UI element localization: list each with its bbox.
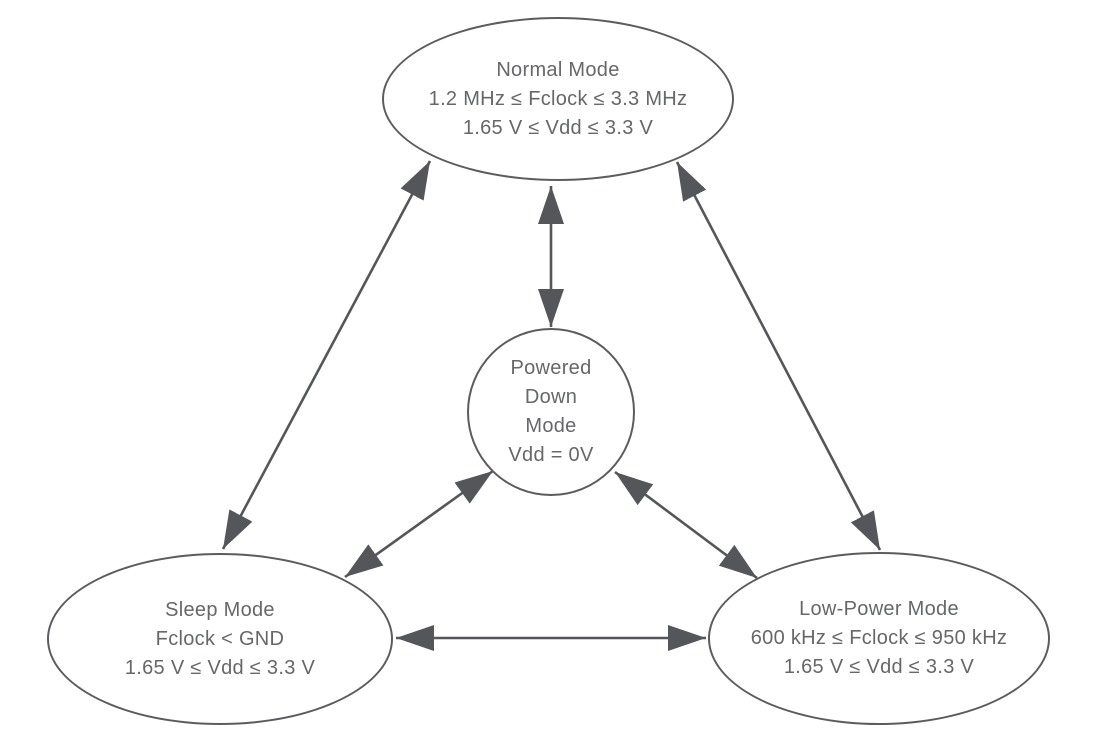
node-title: Mode: [525, 415, 577, 437]
node-detail: 600 kHz ≤ Fclock ≤ 950 kHz: [750, 627, 1008, 649]
node-normal-mode-text: Normal Mode 1.2 MHz ≤ Fclock ≤ 3.3 MHz 1…: [429, 56, 688, 143]
node-title: Low-Power Mode: [799, 598, 959, 620]
node-low-power-mode: Low-Power Mode 600 kHz ≤ Fclock ≤ 950 kH…: [708, 552, 1050, 725]
node-detail: 1.65 V ≤ Vdd ≤ 3.3 V: [783, 656, 975, 678]
edge-normal-sleep: [221, 160, 432, 550]
node-powered-down-mode-text: Powered Down Mode Vdd = 0V: [508, 354, 593, 470]
edge-normal-low-power: [675, 161, 882, 551]
node-detail: Vdd = 0V: [508, 444, 594, 466]
node-title: Normal Mode: [496, 58, 620, 81]
node-sleep-mode: Sleep Mode Fclock < GND 1.65 V ≤ Vdd ≤ 3…: [47, 553, 393, 725]
node-powered-down-mode: Powered Down Mode Vdd = 0V: [467, 328, 635, 496]
node-detail: 1.65 V ≤ Vdd ≤ 3.3 V: [462, 116, 654, 139]
edge-powered-down-low-power: [614, 470, 758, 580]
node-title: Sleep Mode: [165, 598, 275, 621]
node-sleep-mode-text: Sleep Mode Fclock < GND 1.65 V ≤ Vdd ≤ 3…: [125, 596, 315, 683]
node-normal-mode: Normal Mode 1.2 MHz ≤ Fclock ≤ 3.3 MHz 1…: [382, 17, 734, 181]
node-detail: Fclock < GND: [155, 627, 285, 650]
node-low-power-mode-text: Low-Power Mode 600 kHz ≤ Fclock ≤ 950 kH…: [751, 595, 1008, 682]
edge-powered-down-sleep: [344, 469, 494, 579]
node-detail: 1.65 V ≤ Vdd ≤ 3.3 V: [124, 656, 316, 679]
node-title: Down: [524, 386, 578, 408]
node-detail: 1.2 MHz ≤ Fclock ≤ 3.3 MHz: [428, 87, 688, 110]
node-title: Powered: [510, 357, 592, 379]
